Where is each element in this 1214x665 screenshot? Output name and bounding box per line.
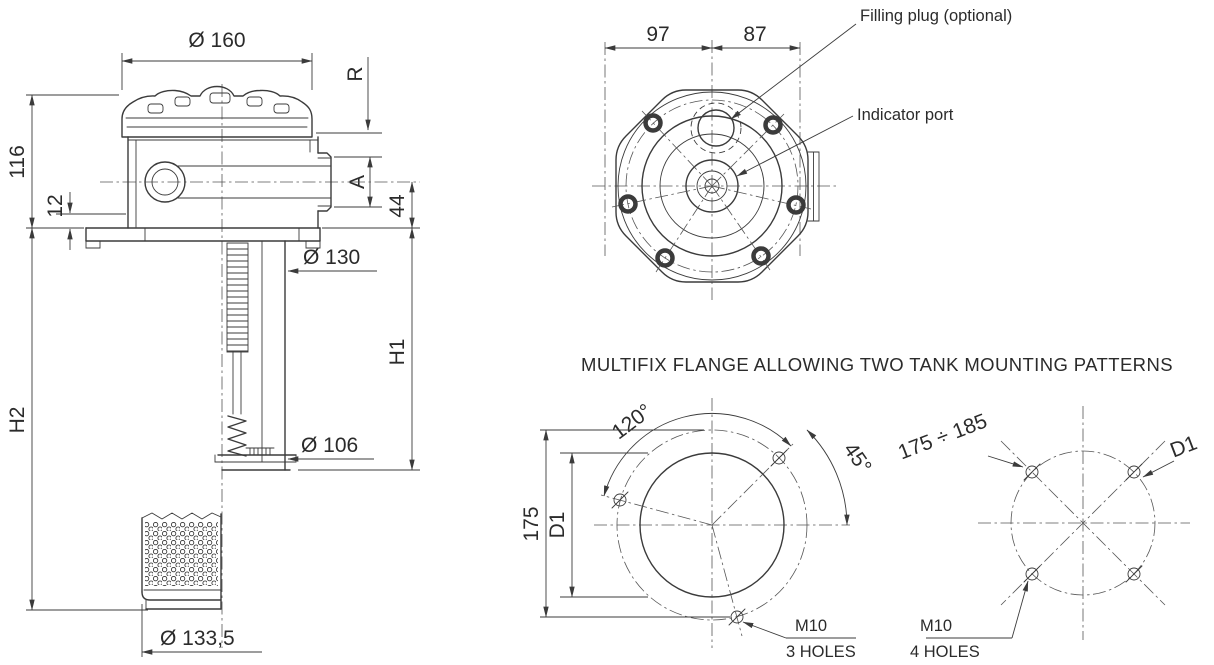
- mounting-plate: [85, 227, 321, 249]
- side-view-dimensions: Ø 160 R 116 12 A 44: [6, 29, 420, 657]
- bolt-holes-4: [1023, 463, 1143, 583]
- filter-basket: [141, 512, 222, 610]
- mounting-patterns: MULTIFIX FLANGE ALLOWING TWO TANK MOUNTI…: [520, 354, 1200, 661]
- thread-label-3: M10: [795, 617, 827, 635]
- flange-outline: [615, 89, 809, 283]
- filter-head: [127, 136, 332, 229]
- dim-d1-left: D1: [546, 512, 569, 539]
- dim-45deg: 45°: [839, 439, 876, 478]
- dim-head-height: 116: [6, 145, 29, 178]
- dim-bolt-circle-range: 175 ÷ 185: [895, 409, 990, 464]
- head-bolts: [618, 113, 806, 268]
- indicator-port-circle: [685, 159, 739, 213]
- dim-bolt-circle-175: 175: [520, 506, 543, 541]
- dim-right-offset: 87: [743, 23, 766, 46]
- bolt-circle-4: [1010, 450, 1156, 596]
- thread-label-4: M10: [920, 617, 952, 635]
- dim-plate-step: 12: [44, 194, 67, 217]
- bolt-circle: [625, 99, 799, 273]
- breather-cap: [121, 85, 313, 138]
- outlet-port: [317, 152, 332, 212]
- basket-perforations: [145, 522, 218, 586]
- side-port-circle: [144, 161, 186, 203]
- dim-d1-right: D1: [1167, 431, 1200, 462]
- holes-label-4: 4 HOLES: [910, 643, 980, 661]
- dim-120deg: 120°: [608, 400, 657, 445]
- bypass-spring: [227, 415, 247, 457]
- side-view: Ø 160 R 116 12 A 44: [6, 29, 420, 657]
- dim-r: R: [344, 66, 367, 81]
- dim-flange-hole-diameter: Ø 130: [303, 246, 360, 269]
- three-hole-pattern: 120° 45° 175 D1 M10 3 HOLES: [520, 398, 876, 661]
- filling-plug-circle: [697, 109, 735, 147]
- dim-basket-diameter: Ø 133,5: [160, 627, 235, 650]
- filter-element: [214, 240, 297, 471]
- dim-port-to-flange: 44: [386, 194, 409, 218]
- dim-h2: H2: [6, 407, 29, 434]
- dim-left-offset: 97: [646, 23, 669, 46]
- top-view: 97 87 Filling plug (optional) Indicator …: [592, 7, 1012, 300]
- filling-plug-label: Filling plug (optional): [860, 7, 1012, 25]
- mounting-patterns-title: MULTIFIX FLANGE ALLOWING TWO TANK MOUNTI…: [581, 354, 1173, 375]
- dim-element-diameter: Ø 106: [301, 434, 358, 457]
- four-hole-pattern: 175 ÷ 185 D1 M10 4 HOLES: [895, 406, 1200, 661]
- holes-label-3: 3 HOLES: [786, 643, 856, 661]
- indicator-port-label: Indicator port: [857, 106, 954, 124]
- dim-cap-diameter: Ø 160: [188, 29, 245, 52]
- dim-h1: H1: [386, 339, 409, 366]
- element-media-ribs: [226, 242, 249, 353]
